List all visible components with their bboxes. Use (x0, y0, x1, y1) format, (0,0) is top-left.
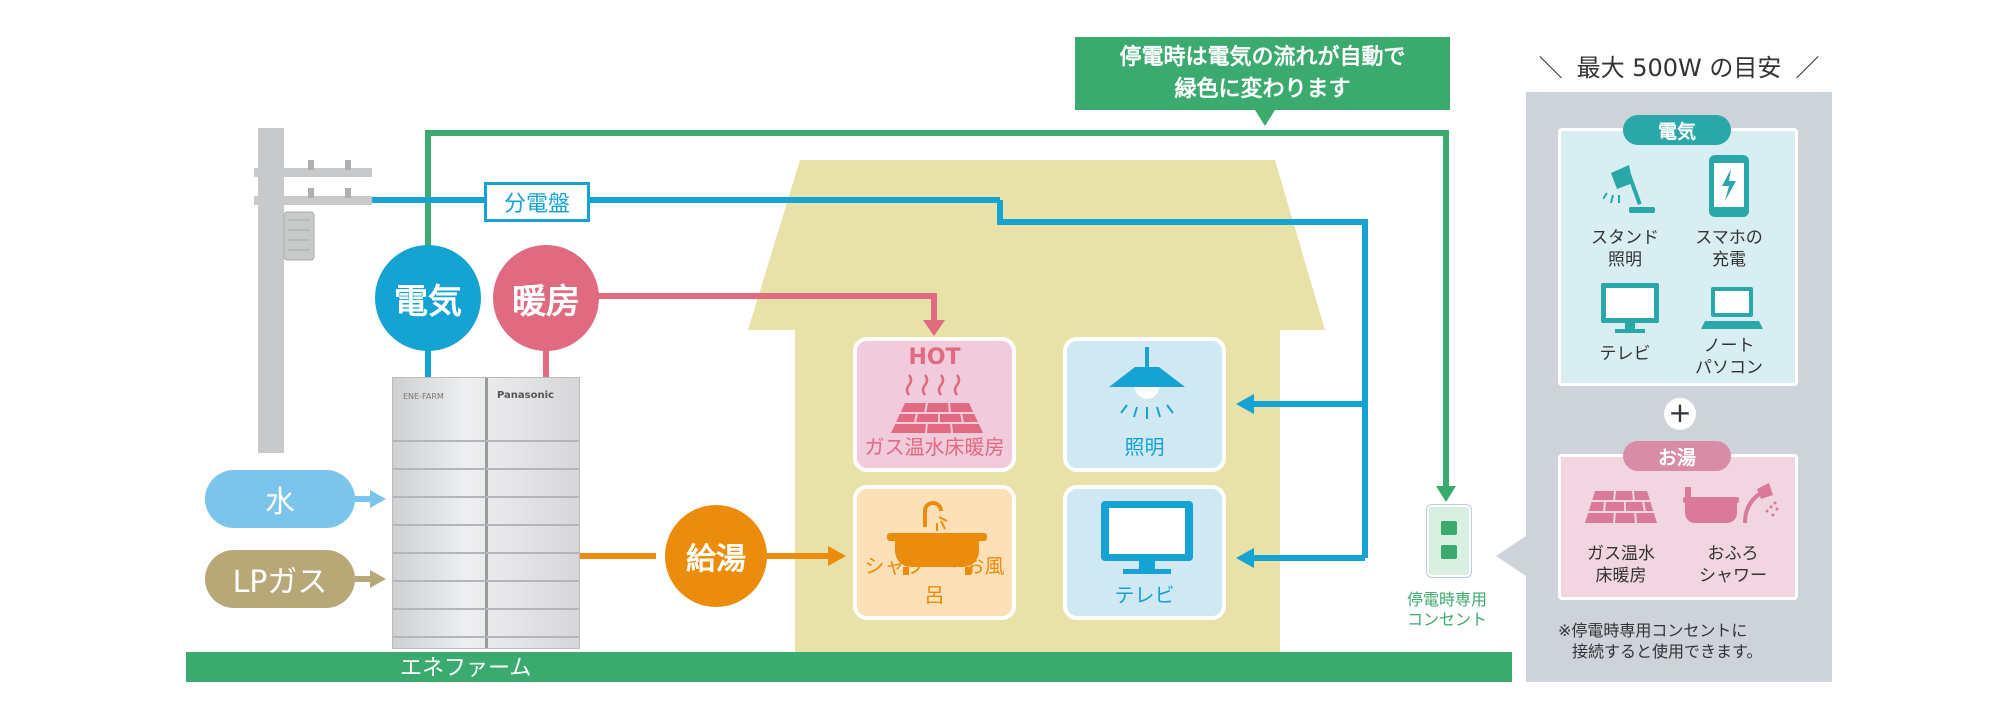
lp-gas-pill: LPガス (205, 550, 355, 608)
outage-outlet-label: 停電時専用 コンセント (1388, 590, 1506, 630)
bath-shower-line2: シャワー (1699, 566, 1767, 586)
callout-line1: 停電時は電気の流れが自動で (1119, 45, 1406, 70)
lighting-label: 照明 (1124, 435, 1165, 459)
desk-lamp-icon (1603, 165, 1655, 213)
water-pill: 水 (205, 470, 355, 528)
lamp-label: スタンド 照明 (1575, 227, 1675, 271)
tile-shower-bath: シャワー・お風呂 (853, 485, 1016, 620)
bath-shower-line1: おふろ (1707, 544, 1759, 564)
smartphone-label-line1: スマホの (1695, 228, 1763, 248)
sidebar-tv-label: テレビ (1575, 343, 1675, 365)
electric-group: 電気 スタンド 照明 スマホの 充電 テレビ (1558, 115, 1798, 386)
callout-pointer (1255, 110, 1275, 126)
hot-water-group: お湯 ガス温水 床暖房 おふろ シャワー (1558, 441, 1798, 600)
outage-green-line (425, 130, 1449, 488)
utility-pole (254, 128, 372, 453)
arrow-to-lighting (1236, 394, 1254, 414)
smartphone-label: スマホの 充電 (1679, 227, 1779, 271)
sidebar-panel: 電気 スタンド 照明 スマホの 充電 テレビ (1526, 92, 1832, 682)
heating-circle: 暖房 (493, 245, 599, 351)
water-label: 水 (265, 485, 295, 520)
gas-arrow (370, 570, 386, 588)
laptop-label: ノート パソコン (1679, 335, 1779, 379)
outlet-label-line2: コンセント (1406, 610, 1487, 629)
lp-gas-label: LPガス (232, 565, 328, 600)
electric-blue-line (372, 197, 1368, 561)
plus-icon: + (1664, 398, 1696, 430)
electric-badge: 電気 (1623, 115, 1731, 145)
ground-strip (186, 652, 1512, 682)
lamp-label-line2: 照明 (1608, 250, 1642, 270)
sidebar-tv-icon (1601, 283, 1659, 333)
smartphone-icon (1709, 155, 1749, 217)
sidebar-pointer (1496, 536, 1526, 576)
hot-water-supply-label: 給湯 (686, 542, 746, 577)
sidebar-floor-heating-line2: 床暖房 (1595, 566, 1647, 586)
sidebar-note: ※停電時専用コンセントに 接続すると使用できます。 (1558, 620, 1818, 662)
arrow-to-shower (828, 546, 846, 566)
unit-brand-right: Panasonic (497, 390, 554, 401)
heating-label: 暖房 (512, 281, 580, 322)
floor-heating-label: ガス温水床暖房 (864, 435, 1005, 459)
plus-text: + (1668, 396, 1692, 429)
bath-shower-label: おふろ シャワー (1683, 543, 1783, 587)
ceiling-light-icon (1109, 347, 1185, 419)
arrow-to-floor-heating (923, 320, 945, 336)
outage-outlet (1427, 505, 1471, 577)
sidebar-floor-heating-line1: ガス温水 (1587, 544, 1655, 564)
note-line1: ※停電時専用コンセントに (1558, 621, 1748, 640)
shower-bath-label: シャワー・お風呂 (864, 554, 1005, 607)
distribution-board: 分電盤 (484, 182, 590, 222)
laptop-icon (1701, 287, 1763, 329)
hot-water-badge: お湯 (1623, 441, 1731, 471)
outlet-label-line1: 停電時専用 (1406, 590, 1487, 609)
callout-line2: 緑色に変わります (1174, 77, 1351, 102)
bath-shower-icon (1683, 483, 1779, 524)
sidebar-floor-heating-icon (1585, 490, 1657, 524)
sidebar-title: ＼最大 500W の目安／ (1538, 54, 1820, 82)
green-arrowhead (1436, 486, 1456, 502)
laptop-label-line1: ノート (1703, 336, 1755, 356)
sidebar-tv-label-line1: テレビ (1599, 344, 1651, 364)
tile-lighting: 照明 (1063, 337, 1226, 472)
tv-label: テレビ (1114, 583, 1175, 607)
tile-floor-heating: HOT ガス温水床暖房 (853, 337, 1016, 472)
electricity-label: 電気 (394, 281, 462, 322)
sidebar-floor-heating-label: ガス温水 床暖房 (1571, 543, 1671, 587)
arrow-to-tv (1236, 548, 1254, 568)
water-arrow (370, 490, 386, 508)
floor-heating-icon (891, 374, 983, 434)
tv-icon (1101, 501, 1193, 574)
electricity-circle: 電気 (375, 245, 481, 351)
outage-callout: 停電時は電気の流れが自動で 緑色に変わります (1075, 37, 1450, 110)
hot-text: HOT (908, 345, 961, 370)
lamp-label-line1: スタンド (1591, 228, 1659, 248)
note-line2: 接続すると使用できます。 (1572, 642, 1763, 661)
smartphone-label-line2: 充電 (1712, 250, 1746, 270)
tile-tv: テレビ (1063, 485, 1226, 620)
bathtub-icon (887, 501, 987, 575)
hot-water-supply-circle: 給湯 (665, 505, 767, 607)
unit-brand-left: ENE-FARM (403, 392, 444, 401)
house-shape (748, 160, 1325, 652)
laptop-label-line2: パソコン (1695, 358, 1763, 378)
enefarm-label: エネファーム (400, 656, 532, 681)
sidebar-title-text: 最大 500W の目安 (1576, 54, 1782, 82)
distribution-board-label: 分電盤 (503, 192, 570, 217)
enefarm-unit: ENE-FARM Panasonic (392, 377, 580, 649)
